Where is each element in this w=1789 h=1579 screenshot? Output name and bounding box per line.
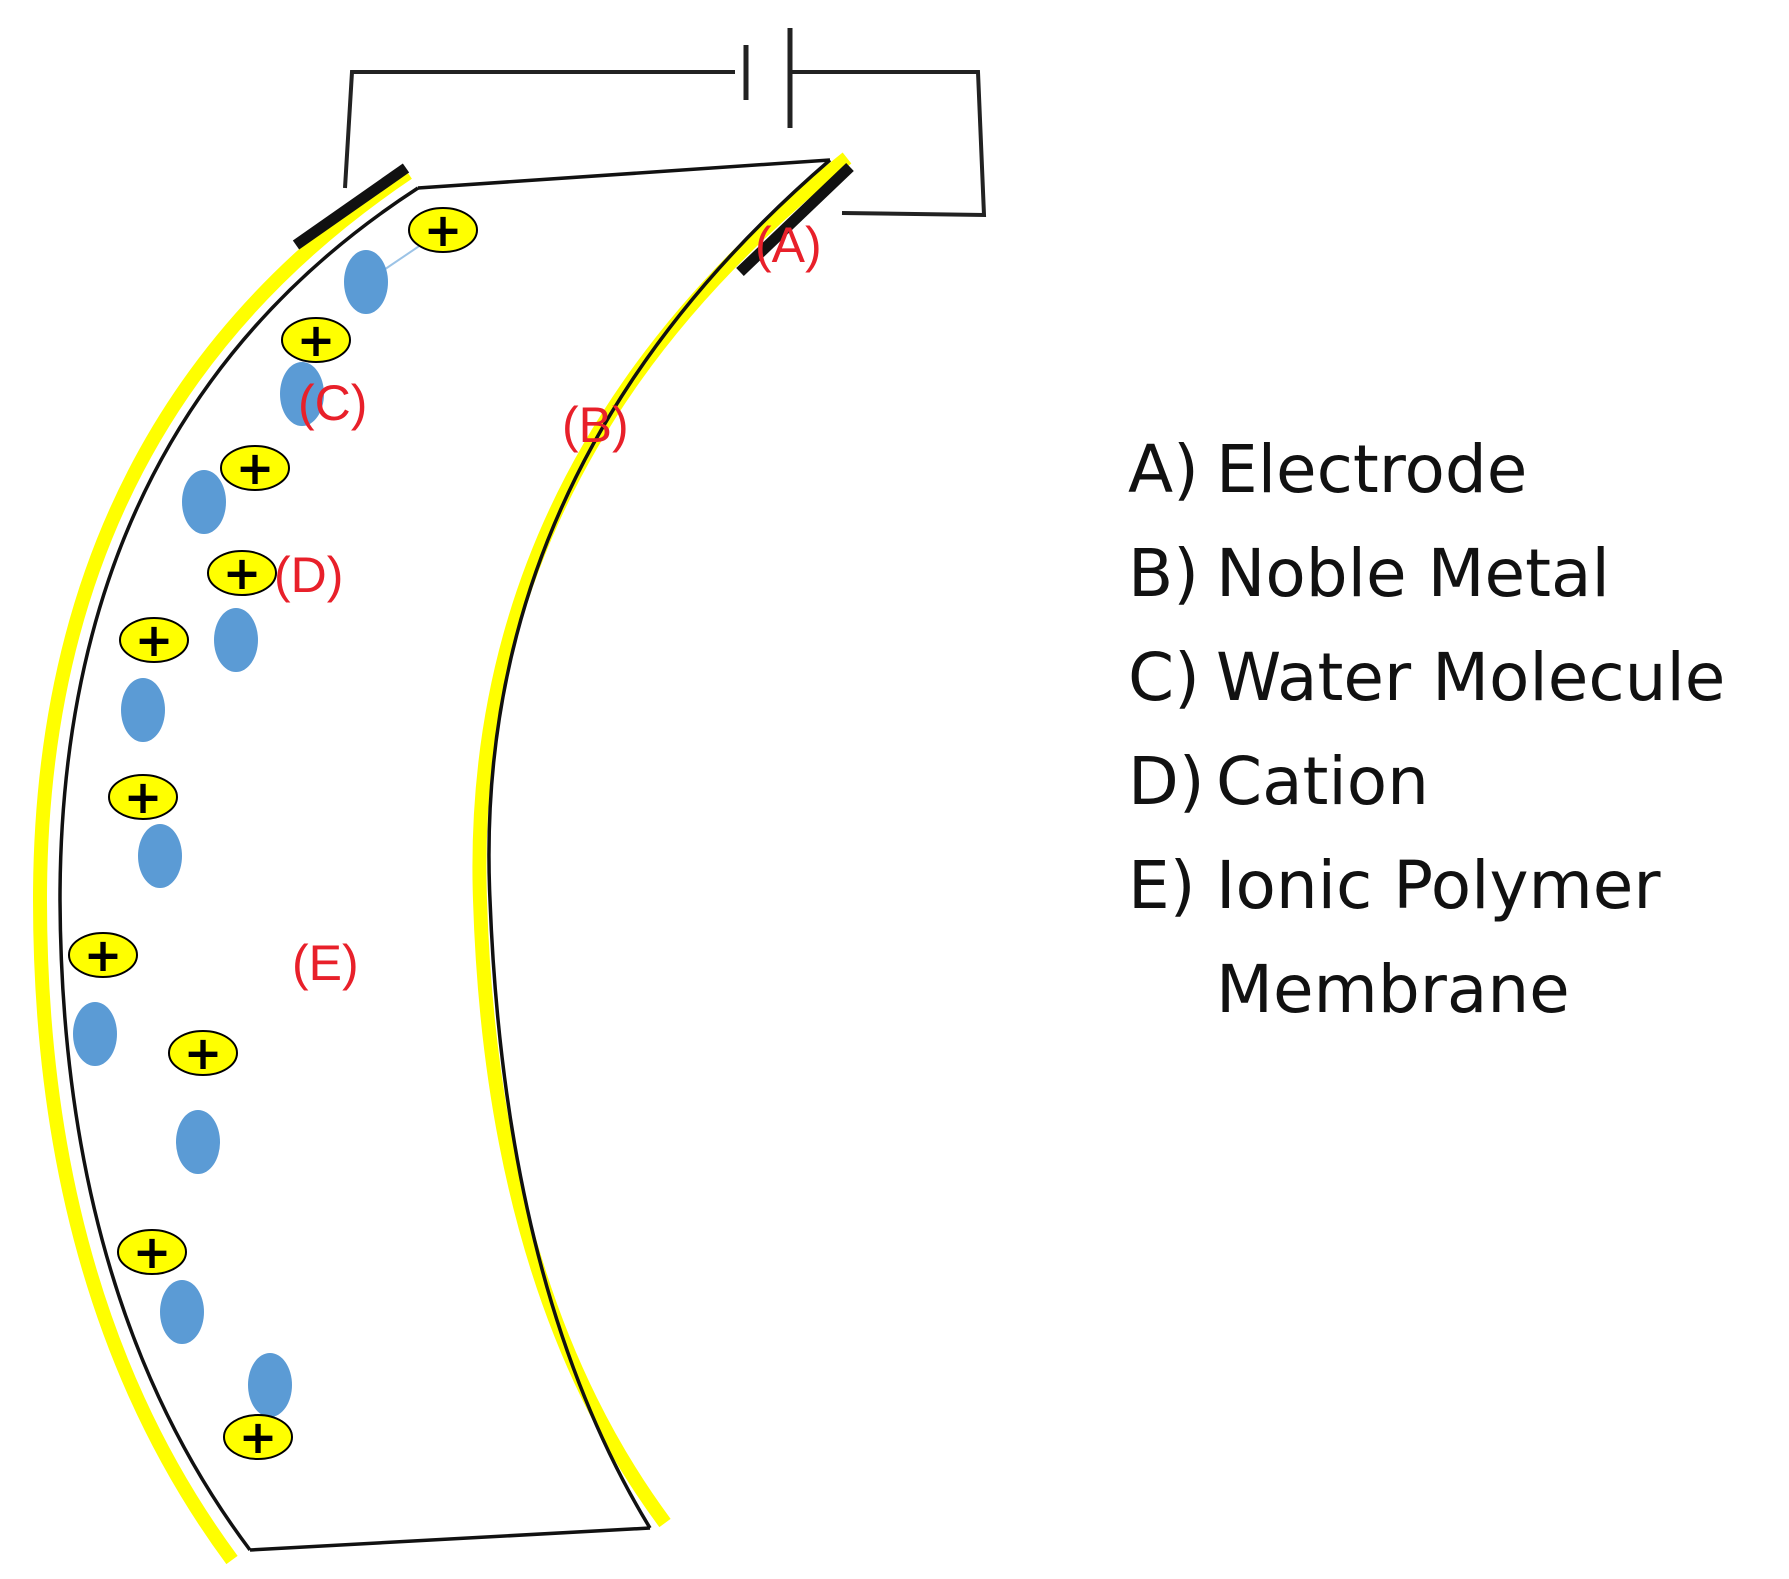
legend-item-noble-metal: B) Noble Metal (1128, 522, 1768, 626)
cation (408, 207, 478, 253)
water-molecule (160, 1280, 204, 1344)
legend-text: Water Molecule (1216, 639, 1726, 716)
membrane-outline-left (58, 186, 419, 1552)
legend-text: Noble Metal (1216, 535, 1610, 612)
particles: + + + + + + + + + + (68, 203, 478, 1464)
legend-item-cation: D) Cation (1128, 730, 1768, 834)
circuit-wire (343, 70, 987, 218)
legend-item-ionic-polymer-membrane: E) Ionic Polymer Membrane (1128, 834, 1768, 1042)
legend-key: E) (1128, 847, 1196, 924)
ionic-polymer-membrane (60, 160, 830, 1550)
membrane-bottom-edge (249, 1526, 651, 1552)
noble-metal-layer-left (32, 167, 412, 1565)
legend-key: B) (1128, 535, 1200, 612)
water-molecule (344, 250, 388, 314)
cation (119, 617, 189, 663)
cation-plus-sign: + (84, 928, 123, 982)
cation-plus-sign: + (297, 313, 336, 367)
cation-plus-sign: + (236, 441, 275, 495)
label-a: (A) (755, 217, 822, 273)
cation (168, 1030, 238, 1076)
cation (68, 932, 138, 978)
label-b: (B) (562, 397, 629, 453)
water-molecule (214, 608, 258, 672)
legend-text: Cation (1216, 743, 1429, 820)
cation-plus-sign: + (124, 770, 163, 824)
legend-key: A) (1128, 431, 1199, 508)
cation (117, 1229, 187, 1275)
cation-plus-sign: + (223, 546, 262, 600)
water-molecule (176, 1110, 220, 1174)
legend-item-electrode: A) Electrode (1128, 418, 1768, 522)
label-d: (D) (274, 547, 343, 603)
electrode-right (736, 163, 854, 276)
water-molecule (138, 824, 182, 888)
water-molecule (280, 362, 324, 426)
membrane-outline-right (487, 158, 832, 1529)
cation-plus-sign: + (135, 613, 174, 667)
cation (108, 774, 178, 820)
membrane-top-edge (417, 158, 831, 190)
legend-key: D) (1128, 743, 1205, 820)
water-molecule (121, 678, 165, 742)
water-molecule (73, 1002, 117, 1066)
water-molecule (182, 470, 226, 534)
label-c: (C) (298, 375, 367, 431)
legend-key: C) (1128, 639, 1200, 716)
cation-plus-sign: + (133, 1225, 172, 1279)
cation (281, 317, 351, 363)
legend-text: Electrode (1216, 431, 1528, 508)
circuit (343, 28, 987, 218)
label-e: (E) (292, 935, 359, 991)
cation-plus-sign: + (239, 1410, 278, 1464)
cation (207, 550, 277, 596)
cation-plus-sign: + (424, 203, 463, 257)
legend-item-water-molecule: C) Water Molecule (1128, 626, 1768, 730)
legend: A) Electrode B) Noble Metal C) Water Mol… (1128, 418, 1768, 1042)
legend-text: Ionic Polymer Membrane (1216, 847, 1661, 1028)
cation (220, 445, 290, 491)
cation-plus-sign: + (184, 1026, 223, 1080)
electrode-left (292, 163, 410, 250)
water-molecule (248, 1353, 292, 1417)
cation (223, 1414, 293, 1460)
